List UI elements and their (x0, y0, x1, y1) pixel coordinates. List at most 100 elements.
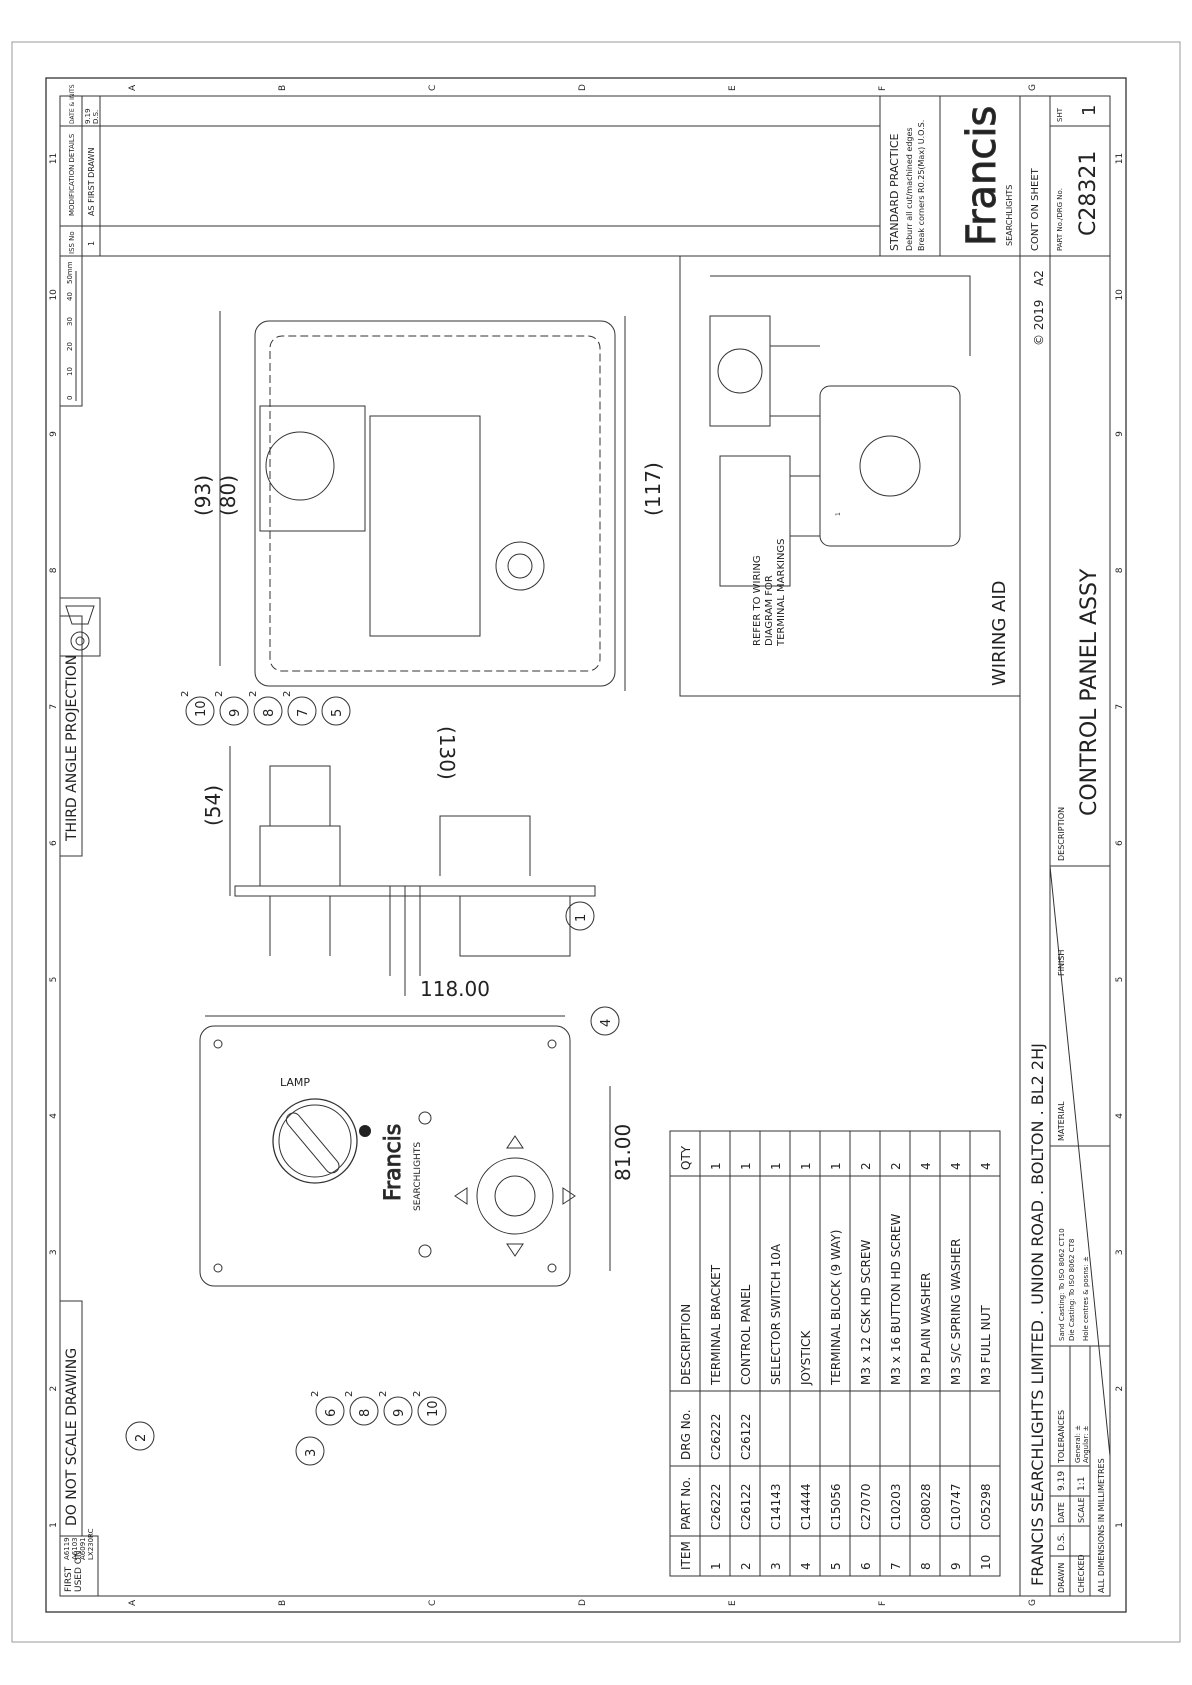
bom-cell: C05298 (979, 1483, 993, 1530)
standard-practice-title: STANDARD PRACTICE (888, 134, 901, 251)
tolerance-general: General: ± (1074, 1425, 1082, 1463)
balloon-number: 6 (324, 1409, 339, 1417)
mod-issue: 1 (87, 241, 96, 246)
sheet-size: A2 (1032, 270, 1046, 286)
bom-cell: C26222 (709, 1413, 723, 1460)
bom-cell: SELECTOR SWITCH 10A (769, 1243, 783, 1385)
company-logo: Francis SEARCHLIGHTS (939, 95, 1021, 257)
balloon-qty: 2 (282, 691, 293, 697)
balloon-number: 1 (574, 914, 589, 922)
bom-cell: M3 PLAIN WASHER (919, 1272, 933, 1385)
dim-81: 81.00 (611, 1124, 635, 1181)
balloon-circle (185, 696, 215, 726)
wiring-aid: WIRING AID REFER TO WIRING DIAGRAM FOR T… (679, 255, 1021, 697)
dim-54: (54) (201, 785, 225, 826)
zone-number: 1 (1115, 1522, 1125, 1528)
zone-letter: A (128, 84, 138, 91)
zone-letter: C (428, 85, 438, 91)
zone-number: 1 (49, 1522, 59, 1528)
zone-number: 11 (49, 153, 59, 164)
used-ref-4: LX230RC (87, 1528, 95, 1560)
indicator-dot (359, 1125, 371, 1137)
bom-cell: C27070 (859, 1483, 873, 1530)
checked-label: CHECKED (1077, 1554, 1086, 1593)
panel-logo-sub: SEARCHLIGHTS (413, 1142, 423, 1211)
copyright: © 2019 (1032, 300, 1046, 346)
bom-cell: C14143 (769, 1483, 783, 1530)
scale-tick-10: 10 (66, 367, 74, 376)
zone-number: 3 (49, 1249, 59, 1255)
bom-cell: 2 (859, 1162, 873, 1170)
bom-header: DESCRIPTION (679, 1304, 693, 1385)
balloon-number: 3 (304, 1449, 319, 1457)
wiring-aid-label: WIRING AID (989, 580, 1010, 686)
terminal-one-label: 1 (835, 512, 842, 516)
bom-cell: 2 (889, 1162, 903, 1170)
side-view: (54) (201, 746, 596, 996)
part-no-label: PART No./DRG No. (1056, 188, 1064, 251)
zone-number: 9 (1115, 431, 1125, 437)
bom-cell: 1 (829, 1162, 843, 1170)
projection-symbol (59, 597, 101, 657)
standard-practice-line2: Break corners R0.25(Max) U.O.S. (917, 120, 926, 251)
tolerance-angular: Angular: ± (1082, 1425, 1090, 1463)
drawing-date: 9.19 (1057, 1471, 1067, 1491)
used-ref-1: A6119 (63, 1537, 71, 1560)
balloon-number: 9 (228, 709, 243, 717)
dim-80: (80) (216, 475, 240, 516)
zone-number: 2 (49, 1386, 59, 1392)
bom-cell: M3 x 16 BUTTON HD SCREW (889, 1214, 903, 1385)
panel-logo-word: Francis (381, 1124, 406, 1201)
finish-label: FINISH (1057, 950, 1066, 976)
zone-letter: E (728, 85, 738, 91)
scale-tick-0: 0 (66, 396, 74, 400)
hole-centres-note: Hole centres & posns: ± (1082, 1256, 1090, 1341)
description-label: DESCRIPTION (1057, 807, 1066, 861)
balloon-circle (417, 1396, 447, 1426)
balloon-number: 4 (599, 1019, 614, 1027)
do-not-scale-note: DO NOT SCALE DRAWING (64, 1348, 80, 1526)
bom-cell: 2 (739, 1562, 753, 1570)
drawing-border (45, 77, 1127, 1613)
zone-letter: A (128, 1599, 138, 1606)
mod-inits: D.S. (92, 110, 100, 124)
bom-cell: 1 (769, 1162, 783, 1170)
date-label: DATE (1057, 1502, 1066, 1523)
balloon-number: 8 (262, 709, 277, 717)
bom-header: QTY (679, 1145, 693, 1170)
bom-cell: TERMINAL BRACKET (709, 1264, 723, 1386)
balloon-circle (590, 1006, 620, 1036)
scale-tick-40: 40 (66, 292, 74, 301)
balloon-circle (321, 696, 351, 726)
bom-header: PART No. (679, 1477, 693, 1530)
balloon-number: 5 (330, 709, 345, 717)
bom-cell: 4 (949, 1162, 963, 1170)
bom-cell: C14444 (799, 1483, 813, 1530)
bom-cell: 1 (709, 1562, 723, 1570)
die-casting-note: Die Casting: To ISO 8062 CT8 (1068, 1239, 1076, 1341)
zone-number: 4 (49, 1113, 59, 1119)
dim-117: (117) (641, 462, 665, 516)
zone-letter: B (278, 1600, 288, 1606)
balloon-qty: 2 (180, 691, 191, 697)
tolerances-label: TOLERANCES (1057, 1410, 1066, 1464)
zone-number: 2 (1115, 1386, 1125, 1392)
sheet-number: 1 (1079, 105, 1100, 116)
balloon-qty: 2 (344, 1391, 355, 1397)
bom-cell: C10203 (889, 1483, 903, 1530)
zone-letter: D (578, 1599, 588, 1606)
cont-on-sheet: CONT ON SHEET (1030, 167, 1041, 251)
balloon-circle (253, 696, 283, 726)
bom-cell: M3 S/C SPRING WASHER (949, 1239, 963, 1385)
bom-cell: M3 x 12 CSK HD SCREW (859, 1240, 873, 1385)
scale-label: SCALE (1077, 1497, 1086, 1523)
bom-cell: 4 (979, 1162, 993, 1170)
logo-sub: SEARCHLIGHTS (1005, 185, 1014, 246)
balloon-number: 10 (194, 700, 209, 717)
material-label: MATERIAL (1057, 1101, 1066, 1141)
used-ref-2: A6103 (71, 1537, 79, 1560)
